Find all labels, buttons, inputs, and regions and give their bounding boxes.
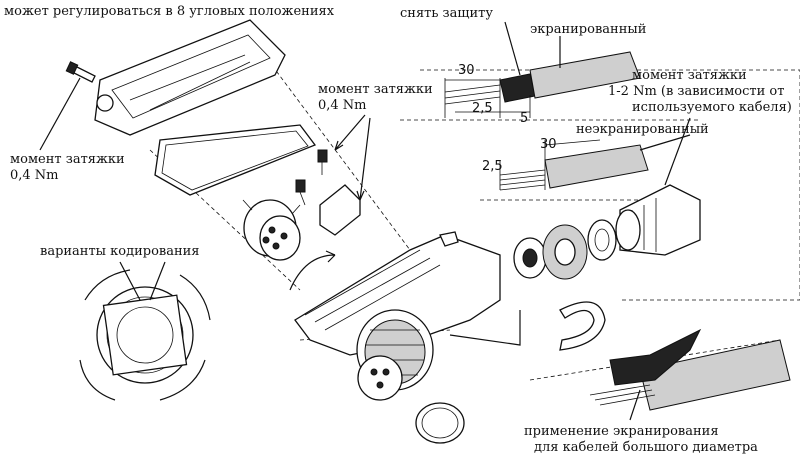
large-cable-label-2: для кабелей большого диаметра <box>534 440 758 455</box>
leader-line <box>119 261 166 301</box>
arrow-icon <box>356 117 371 201</box>
torque-right-value: 1-2 Nm (в зависимости от <box>608 84 785 99</box>
leader-line <box>504 21 521 76</box>
leader-line <box>39 77 81 151</box>
clip-ring <box>559 301 606 351</box>
screw-icon <box>65 61 96 83</box>
leader-line <box>639 134 691 151</box>
large-diameter-cable <box>589 328 791 411</box>
torque-right-note: используемого кабеля) <box>632 100 792 115</box>
dimension-5-top: 5 <box>520 111 529 126</box>
connector-body <box>294 231 501 401</box>
coding-variants-label: варианты кодирования <box>40 244 200 259</box>
gasket-ring <box>154 124 317 196</box>
dimension-30-bottom: 30 <box>540 137 557 152</box>
coding-variants <box>96 286 194 384</box>
dimension-line <box>499 139 601 190</box>
screw-icon <box>295 149 328 206</box>
shielded-label: экранированный <box>530 22 647 37</box>
dimension-2-5-top: 2,5 <box>472 101 493 116</box>
dimension-2-5-bottom: 2,5 <box>482 159 503 174</box>
leader-line <box>449 310 521 346</box>
leader-line <box>629 389 641 421</box>
dimension-30-top: 30 <box>458 63 475 78</box>
torque-left-label: момент затяжки <box>10 152 125 167</box>
unshielded-label: неэкранированный <box>576 122 709 137</box>
torque-left-value: 0,4 Nm <box>10 168 59 183</box>
seal-rings <box>513 219 617 280</box>
clamp-bracket <box>319 184 361 236</box>
arrow-icon <box>334 114 366 151</box>
leader-line <box>664 117 691 186</box>
cable-gland <box>615 184 701 256</box>
strip-label: снять защиту <box>400 6 493 21</box>
assembly-guide-line <box>149 149 301 291</box>
o-ring <box>415 402 465 444</box>
dimension-line <box>444 78 531 118</box>
shielded-cable <box>444 51 641 105</box>
angle-positions-label: может регулироваться в 8 угловых положен… <box>4 4 335 19</box>
unshielded-cable <box>499 144 649 191</box>
housing-cover <box>94 19 286 136</box>
contact-insert <box>242 199 301 261</box>
torque-mid-value: 0,4 Nm <box>318 98 367 113</box>
torque-mid-label: момент затяжки <box>318 82 433 97</box>
rotation-arrows-icon <box>289 250 336 291</box>
large-cable-label-1: применение экранирования <box>524 424 719 439</box>
rotation-arrows-icon <box>79 269 211 401</box>
torque-right-label: момент затяжки <box>632 68 747 83</box>
assembly-guide-line <box>267 59 411 251</box>
